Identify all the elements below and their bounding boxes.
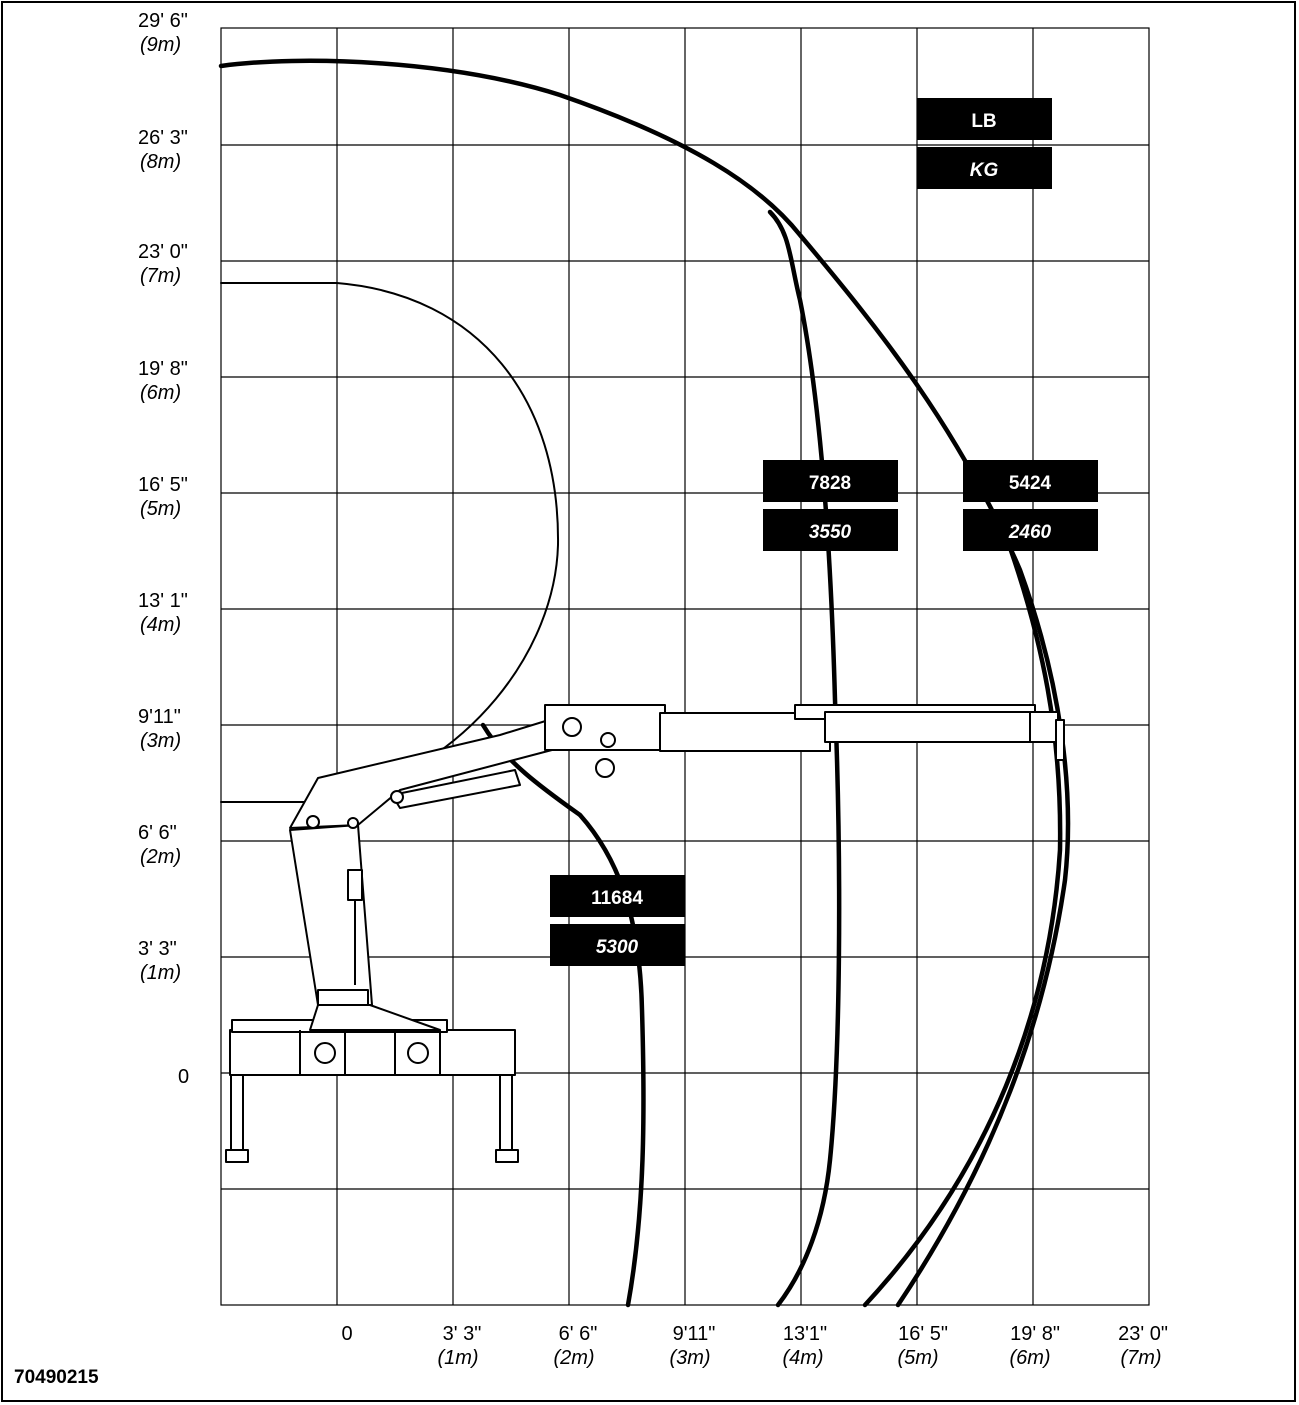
grid [220,27,1150,1306]
load-kg: 2460 [1008,522,1052,543]
y-tick-m: (9m) [140,34,181,56]
x-tick-ft: 6' 6" [559,1323,598,1345]
outer-envelope-curve [218,58,1071,1308]
y-tick-ft: 23' 0" [138,241,188,263]
y-tick-ft: 13' 1" [138,590,188,612]
y-tick-ft: 29' 6" [138,10,188,32]
x-tick-m: (3m) [669,1347,710,1369]
load-curves [218,58,1071,1308]
inner-reach-curve [220,282,560,803]
y-tick-m: (4m) [140,614,181,636]
y-tick-ft: 6' 6" [138,822,177,844]
load-lb: 7828 [809,473,851,494]
load-label-11684: 11684 5300 [550,875,685,966]
y-tick-m: (5m) [140,498,181,520]
y-tick-m: (3m) [140,730,181,752]
y-tick-ft: 16' 5" [138,474,188,496]
x-tick-ft: 16' 5" [898,1323,948,1345]
load-label-7828: 7828 3550 [763,460,898,551]
load-label-5424: 5424 2460 [963,460,1098,551]
y-tick-m: (7m) [140,265,181,287]
x-tick-ft: 3' 3" [443,1323,482,1345]
y-tick-ft: 26' 3" [138,127,188,149]
unit-kg: KG [970,160,999,181]
y-tick-ft: 0 [178,1066,189,1088]
y-tick-m: (6m) [140,382,181,404]
y-axis-labels: 29' 6" (9m) 26' 3" (8m) 23' 0" (7m) 19' … [138,10,189,1088]
drawing-number: 70490215 [14,1367,99,1388]
x-tick-m: (6m) [1009,1347,1050,1369]
load-lb: 11684 [591,888,643,909]
y-tick-ft: 19' 8" [138,358,188,380]
x-tick-m: (1m) [437,1347,478,1369]
crane-illustration [225,704,1065,1163]
y-tick-m: (2m) [140,846,181,868]
unit-legend: LB KG [917,98,1052,189]
x-axis-labels: 0 3' 3" (1m) 6' 6" (2m) 9'11" (3m) 13'1"… [341,1323,1167,1369]
y-tick-m: (8m) [140,151,181,173]
load-kg: 5300 [596,937,639,958]
unit-lb: LB [971,111,996,132]
x-tick-ft: 19' 8" [1010,1323,1060,1345]
load-kg: 3550 [809,522,852,543]
x-tick-m: (2m) [553,1347,594,1369]
x-tick-m: (5m) [897,1347,938,1369]
y-tick-m: (1m) [140,962,181,984]
curve-5424 [862,517,1063,1308]
curve-7828 [767,209,842,1308]
y-tick-ft: 3' 3" [138,938,177,960]
curve-11684 [480,722,646,1308]
x-tick-ft: 23' 0" [1118,1323,1168,1345]
x-tick-ft: 9'11" [673,1323,716,1345]
x-tick-ft: 0 [341,1323,352,1345]
load-lb: 5424 [1009,473,1052,494]
x-tick-m: (4m) [782,1347,823,1369]
x-tick-m: (7m) [1120,1347,1161,1369]
y-tick-ft: 9'11" [138,706,181,728]
x-tick-ft: 13'1" [783,1323,827,1345]
